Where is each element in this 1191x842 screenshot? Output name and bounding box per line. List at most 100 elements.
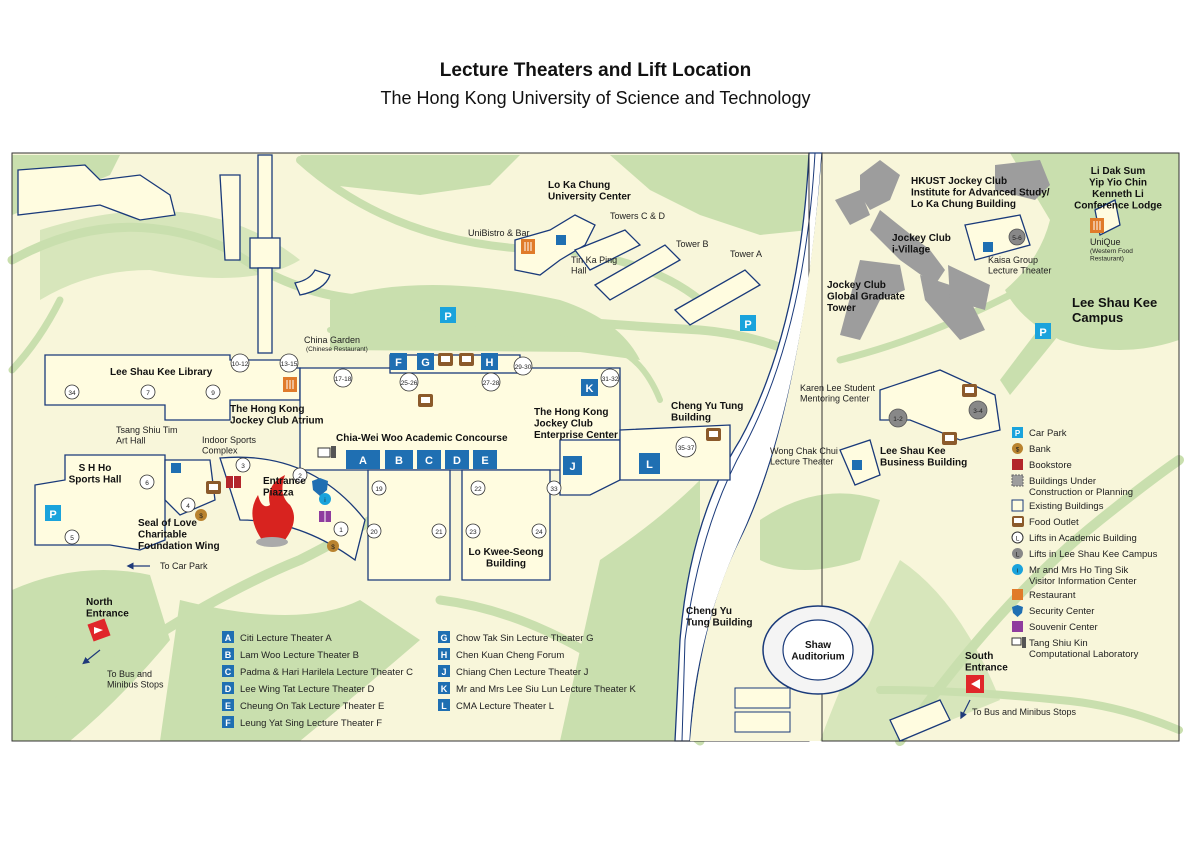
label-to-bus-south: To Bus and Minibus Stops bbox=[972, 707, 1077, 717]
tennis-court bbox=[734, 687, 791, 709]
road bbox=[836, 226, 1124, 364]
food-outlet-icon bbox=[438, 353, 453, 366]
bank-icon: $ bbox=[195, 509, 207, 521]
theater-code: H bbox=[441, 650, 448, 660]
theater-marker-G: G bbox=[417, 353, 434, 370]
legend-label: Souvenir Center bbox=[1029, 622, 1098, 633]
legend-item: Souvenir Center bbox=[1012, 621, 1098, 633]
lift-marker bbox=[333, 368, 353, 388]
sh-ho-sports-hall bbox=[34, 454, 166, 551]
road bbox=[55, 495, 405, 705]
wong-chak-chui-marker bbox=[852, 460, 862, 470]
main-campus-panel bbox=[7, 152, 823, 746]
theater-marker-D: D bbox=[445, 450, 469, 469]
svg-text:23: 23 bbox=[469, 529, 477, 536]
road bbox=[895, 455, 1184, 746]
lift-marker bbox=[399, 372, 419, 392]
road bbox=[435, 595, 705, 746]
svg-text:7: 7 bbox=[146, 390, 150, 397]
arrow-icon bbox=[960, 699, 971, 720]
svg-text:17-18: 17-18 bbox=[335, 376, 352, 383]
svg-text:1: 1 bbox=[339, 527, 343, 534]
theater-code: E bbox=[225, 701, 231, 711]
flame-base bbox=[256, 537, 288, 547]
south-entrance-icon bbox=[966, 675, 984, 693]
theater-name: Mr and Mrs Lee Siu Lun Lecture Theater K bbox=[456, 684, 637, 695]
svg-text:L: L bbox=[646, 459, 653, 471]
svg-text:$: $ bbox=[331, 544, 335, 551]
lift-marker bbox=[279, 353, 299, 373]
theater-code-badge bbox=[438, 665, 450, 677]
lift-marker bbox=[513, 356, 533, 376]
label-china-garden: China Garden bbox=[304, 335, 360, 345]
lsk-campus-border bbox=[821, 152, 1180, 742]
construction-block bbox=[840, 260, 905, 340]
svg-text:A: A bbox=[359, 455, 367, 467]
theater-code: K bbox=[441, 684, 448, 694]
legend-item: Food Outlet bbox=[1012, 516, 1079, 528]
lift-marker bbox=[180, 497, 196, 513]
divider-road-inner bbox=[681, 152, 816, 742]
bookstore-icon bbox=[226, 476, 241, 488]
lift-marker bbox=[235, 457, 251, 473]
green-area bbox=[300, 155, 520, 195]
info-icon: i bbox=[1012, 564, 1023, 575]
bookstore-icon bbox=[1012, 459, 1023, 470]
road bbox=[8, 296, 64, 374]
theater-code: D bbox=[225, 684, 232, 694]
lift-marker bbox=[465, 523, 481, 539]
bank-icon: $ bbox=[327, 540, 339, 552]
lift-marker bbox=[675, 436, 697, 458]
theater-name: Chiang Chen Lecture Theater J bbox=[456, 667, 589, 678]
lift-labels: 10-12 13-15 17-18 25-26 27-28 29-30 31-3… bbox=[68, 235, 1022, 542]
lift-marker bbox=[481, 372, 501, 392]
green-area bbox=[610, 155, 809, 235]
lift-marker bbox=[140, 384, 156, 400]
legend-label: Car Park bbox=[1029, 428, 1067, 439]
north-entrance-icon bbox=[87, 618, 111, 642]
theater-code: A bbox=[225, 633, 232, 643]
lift-marker bbox=[431, 523, 447, 539]
legend-label: Food Outlet bbox=[1029, 517, 1079, 528]
svg-text:35-37: 35-37 bbox=[678, 445, 695, 452]
restaurant-icon bbox=[283, 377, 297, 392]
svg-text:P: P bbox=[1039, 327, 1046, 339]
svg-text:i: i bbox=[1017, 568, 1018, 575]
car-park-icon: P bbox=[440, 307, 456, 323]
theater-code-badge bbox=[438, 631, 450, 643]
construction-block bbox=[835, 190, 870, 225]
tower-a bbox=[673, 269, 762, 326]
theater-code-badge bbox=[222, 682, 234, 694]
restaurant-icon bbox=[1090, 218, 1104, 233]
road bbox=[876, 686, 1183, 734]
building bbox=[249, 237, 281, 269]
building bbox=[17, 164, 176, 221]
lift-marker bbox=[292, 467, 308, 483]
lift-marker bbox=[470, 480, 486, 496]
svg-text:22: 22 bbox=[474, 486, 482, 493]
green-area bbox=[12, 570, 170, 741]
theater-marker-A: A bbox=[346, 450, 380, 469]
theater-marker-H: H bbox=[481, 353, 498, 370]
svg-text:6: 6 bbox=[145, 480, 149, 487]
lift-marker bbox=[333, 521, 349, 537]
